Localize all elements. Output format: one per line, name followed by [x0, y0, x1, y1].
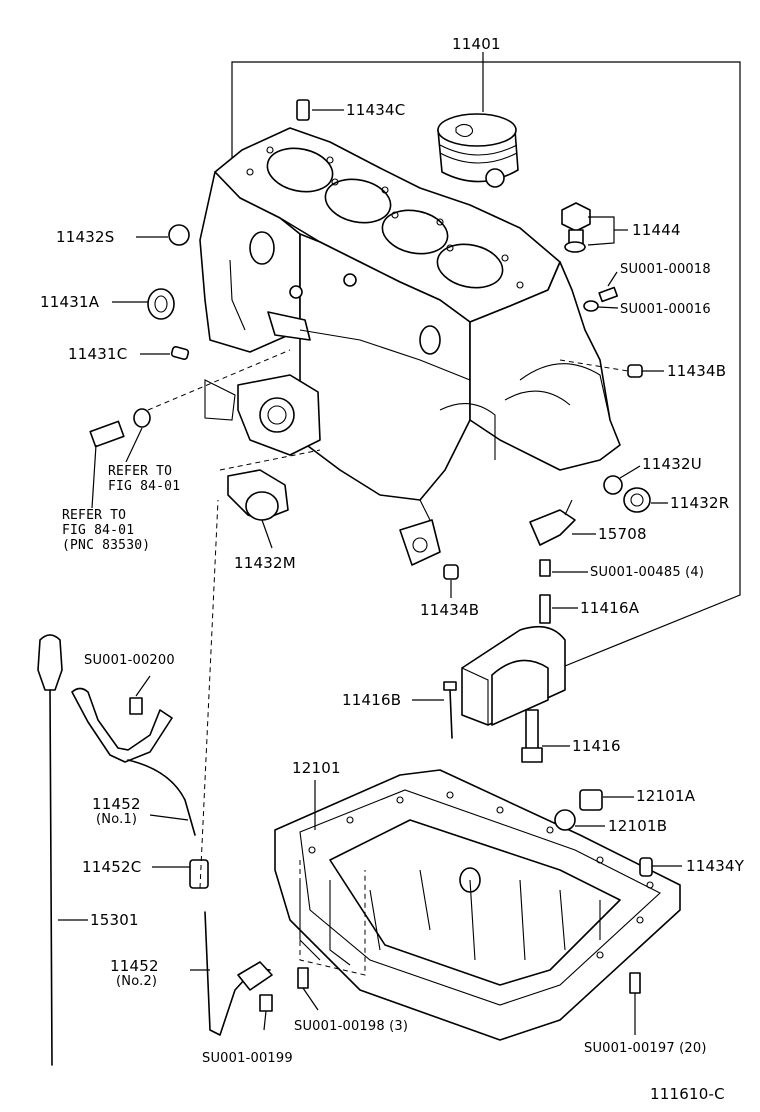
- bolts-pan: [297, 967, 641, 1035]
- cylinder-block: [199, 127, 621, 566]
- piston: [437, 113, 519, 188]
- seal-11431A: [112, 288, 175, 320]
- bolt-su00018: [598, 271, 619, 303]
- dowel-11434B-right: [559, 359, 664, 378]
- callout-12101: 12101: [292, 759, 341, 777]
- bolt-11416B: [412, 681, 457, 739]
- figure-number: 111610-C: [650, 1085, 725, 1103]
- callout-11431C: 11431C: [68, 345, 128, 363]
- refer-note-2-line2: FIG 84-01: [62, 523, 135, 538]
- drain-plug-12101A: [579, 789, 634, 811]
- callout-11444: 11444: [632, 221, 681, 239]
- callout-15708: 15708: [598, 525, 647, 543]
- callout-11434B-right: 11434B: [667, 362, 727, 380]
- seal-11432R: [623, 487, 668, 513]
- callout-SU001-00485: SU001-00485 (4): [590, 565, 705, 580]
- callout-11432M: 11432M: [234, 554, 296, 572]
- sensor-refer-84-01: [89, 349, 291, 509]
- callout-11432R: 11432R: [670, 494, 730, 512]
- dipstick: [37, 634, 88, 1066]
- callout-12101A: 12101A: [636, 787, 696, 805]
- callout-SU001-00018: SU001-00018: [620, 262, 711, 277]
- callout-11434Y: 11434Y: [686, 857, 745, 875]
- refer-note-1-line1: REFER TO: [108, 464, 173, 479]
- callout-SU001-00200: SU001-00200: [84, 653, 175, 668]
- callout-11452C: 11452C: [82, 858, 142, 876]
- callout-11416B: 11416B: [342, 691, 402, 709]
- refer-note-1-line2: FIG 84-01: [108, 479, 181, 494]
- callout-SU001-00197: SU001-00197 (20): [584, 1041, 707, 1056]
- callout-12101B: 12101B: [608, 817, 668, 835]
- elbow-11432M: [219, 449, 321, 549]
- callout-11434B-bottom: 11434B: [420, 601, 480, 619]
- callout-11452-no1-sub: (No.1): [96, 812, 138, 827]
- dipstick-guide-no2: [190, 911, 273, 1036]
- dowel-11434C: [296, 99, 344, 121]
- bolt-su00485: [539, 559, 588, 577]
- callout-11434C: 11434C: [346, 101, 406, 119]
- seal-11432U: [603, 465, 641, 495]
- callout-SU001-00199: SU001-00199: [202, 1051, 293, 1066]
- grommet-11452C: [152, 499, 219, 889]
- callout-SU001-00198: SU001-00198 (3): [294, 1019, 409, 1034]
- gasket-12101B: [554, 809, 605, 831]
- callout-11401: 11401: [452, 35, 501, 53]
- callout-11416A: 11416A: [580, 599, 640, 617]
- bolt-11416: [521, 709, 570, 763]
- callout-11431A: 11431A: [40, 293, 100, 311]
- callout-11432U: 11432U: [642, 455, 702, 473]
- refer-note-2-line1: REFER TO: [62, 508, 127, 523]
- dowel-11434B-bottom: [443, 564, 459, 598]
- callout-11452-no1: 11452: [92, 795, 141, 813]
- drain-plug-11444: [561, 202, 628, 253]
- callout-15301: 15301: [90, 911, 139, 929]
- dipstick-guide-no1: [71, 675, 196, 836]
- pin-11431C: [140, 345, 190, 361]
- bearing-cap: [461, 594, 578, 726]
- callout-11432S: 11432S: [56, 228, 115, 246]
- callout-11452-no2-sub: (No.2): [116, 974, 158, 989]
- dowel-11434Y: [639, 857, 682, 877]
- sensor-15708: [529, 499, 596, 546]
- washer-su00016: [583, 300, 619, 312]
- callout-11416: 11416: [572, 737, 621, 755]
- refer-note-2-line3: (PNC 83530): [62, 538, 151, 553]
- group-bracket-11401: [231, 52, 741, 669]
- callout-11452-no2: 11452: [110, 957, 159, 975]
- oil-pan: [274, 769, 681, 1041]
- callout-SU001-00016: SU001-00016: [620, 302, 711, 317]
- plug-11432S: [136, 224, 190, 246]
